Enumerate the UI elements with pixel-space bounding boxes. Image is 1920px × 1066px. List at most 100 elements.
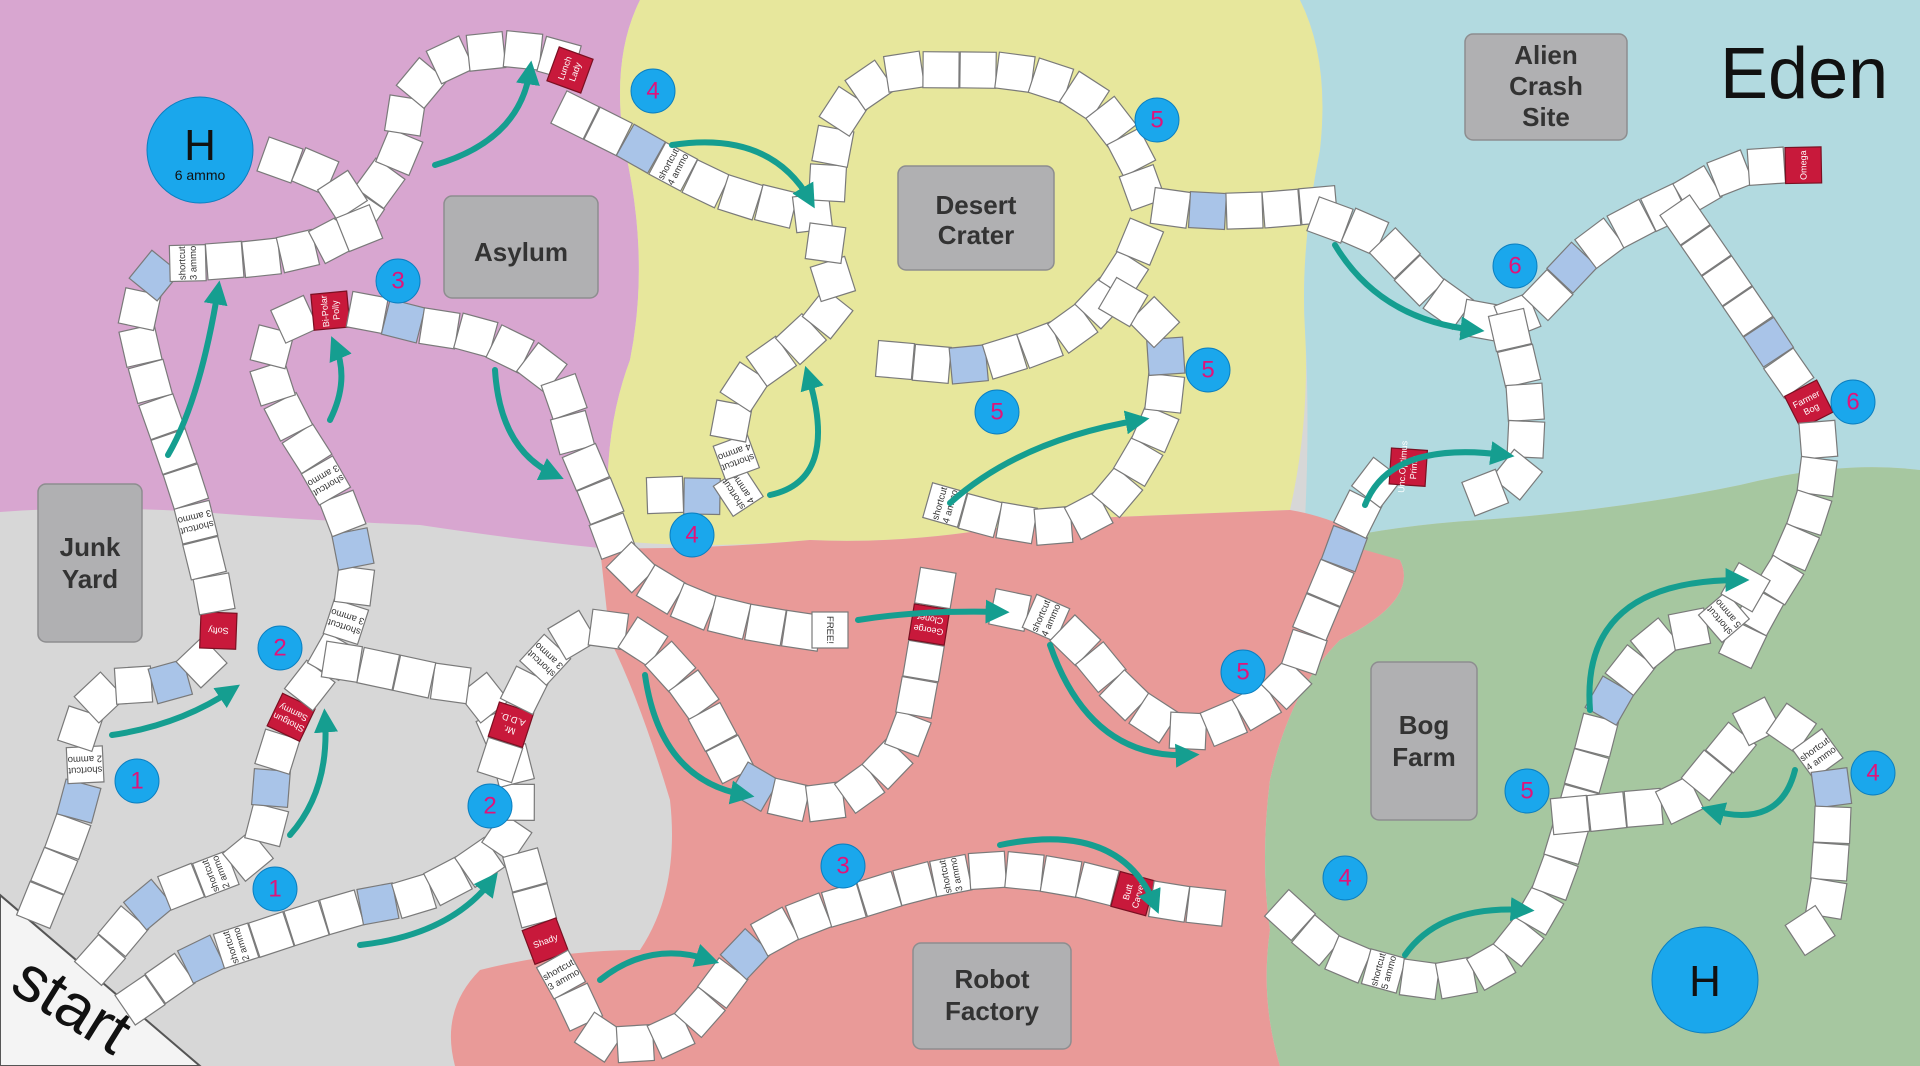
- level-number: 4: [646, 78, 659, 105]
- board-tile-group: [1809, 841, 1850, 882]
- board-tile-enemy-group: Mr.A.D.D.: [487, 701, 535, 749]
- board-tile-group: [588, 512, 637, 561]
- board-tile-group: [1261, 188, 1302, 229]
- board-tile-group: [1149, 186, 1192, 229]
- board-tile-group: [192, 572, 236, 616]
- board-tile: [353, 157, 406, 210]
- board-tile: [395, 56, 448, 110]
- board-tile-group: [392, 654, 437, 699]
- board-tile-group: [356, 646, 401, 691]
- board-tile-checkpoint-group: [719, 927, 773, 981]
- board-tile: [913, 566, 957, 610]
- board-tile: [911, 343, 952, 384]
- board-tile: [243, 802, 290, 848]
- board-tile-group: [247, 911, 295, 959]
- board-tile: [717, 173, 764, 221]
- board-tile: [1796, 455, 1838, 498]
- desert-crater-label-2: Crater: [938, 220, 1015, 250]
- board-tile-checkpoint: [356, 882, 400, 926]
- board-tile-group: [1487, 307, 1533, 353]
- board-tile-checkpoint-group: [1187, 190, 1228, 231]
- board-tile-group: [1496, 343, 1542, 389]
- level-number: 5: [990, 399, 1003, 426]
- board-tile-group: [1112, 436, 1164, 488]
- board-tile-group: [1659, 194, 1711, 246]
- tile-label: Softy: [207, 625, 228, 636]
- level-number: 4: [1866, 760, 1879, 787]
- board-tile-group: [573, 1011, 626, 1063]
- board-tile: [117, 287, 162, 332]
- board-tile: [1290, 914, 1344, 967]
- board-tile: [784, 892, 833, 941]
- board-tile: [743, 603, 787, 647]
- board-tile: [549, 409, 596, 456]
- board-tile: [1046, 302, 1099, 355]
- level-number: 5: [1236, 659, 1249, 686]
- board-tile-group: [1393, 254, 1447, 307]
- board-tile: [1091, 465, 1144, 519]
- board-tile: [335, 203, 384, 253]
- hospital-asylum: H 6 ammo: [146, 96, 254, 204]
- board-tile-group: [994, 51, 1036, 94]
- level-number: 2: [273, 635, 286, 662]
- hospital-letter: H: [184, 121, 216, 170]
- board-tile: [1573, 217, 1627, 270]
- board-tile-group: [275, 228, 321, 274]
- board-tile-checkpoint-group: [948, 344, 989, 385]
- board-tile: [1004, 850, 1045, 892]
- board-tile: [605, 541, 658, 594]
- board-tile: [1765, 702, 1818, 755]
- level-number: 1: [268, 876, 281, 903]
- junk-yard-label-1: Junk: [60, 532, 121, 562]
- board-tile-group: [833, 762, 886, 815]
- board-tile: [561, 442, 611, 492]
- board-tile-checkpoint: [176, 934, 227, 985]
- alien-label-1: Alien: [1514, 40, 1578, 70]
- board-tile-enemy: [487, 701, 535, 749]
- board-tile-group: [681, 158, 731, 209]
- board-tile-checkpoint: [1584, 675, 1635, 727]
- board-tile-group: [1185, 885, 1227, 927]
- board-tile-group: [644, 640, 697, 693]
- level-number: 5: [1150, 107, 1163, 134]
- board-tile: [922, 51, 960, 89]
- board-tile: [1505, 382, 1545, 423]
- board-tile: [1604, 643, 1657, 697]
- board-tile-group: [874, 339, 916, 381]
- tile-label: shortcut: [68, 763, 103, 776]
- board-tile-group: [774, 312, 828, 366]
- board-tile-group: [719, 361, 771, 413]
- board-tile-group: [892, 860, 938, 907]
- board-tile-group: [241, 237, 283, 279]
- board-tile-group: [511, 882, 558, 929]
- board-tile: [753, 183, 799, 229]
- board-tile: [882, 50, 926, 93]
- board-tile-checkpoint: [1187, 190, 1228, 231]
- board-tile-group: [1521, 268, 1574, 322]
- board-tile: [766, 777, 812, 823]
- board-tile-group: [97, 905, 150, 958]
- board-tile-group: [1746, 146, 1787, 187]
- board-tile-group: [1115, 217, 1165, 266]
- board-tile: [1306, 558, 1355, 608]
- board-tile-group: [709, 399, 753, 443]
- board-tile: [485, 324, 535, 374]
- board-tile-group: [745, 335, 798, 388]
- board-tile: [646, 1010, 696, 1060]
- board-tile: [645, 475, 685, 515]
- board-tile: [959, 51, 997, 89]
- board-tile-checkpoint-group: [176, 934, 227, 985]
- board-tile-group: [118, 323, 163, 369]
- board-tile: [1680, 749, 1733, 802]
- board-tile: [318, 889, 365, 936]
- board-tile: [1128, 692, 1180, 744]
- board-tile: [502, 847, 548, 893]
- board-tile: [1106, 127, 1157, 178]
- board-tile-group: [243, 802, 290, 848]
- board-tile-group: [1680, 224, 1732, 277]
- board-tile: [73, 671, 126, 724]
- board-tile-group: [1461, 468, 1510, 517]
- board-tile: [56, 705, 104, 753]
